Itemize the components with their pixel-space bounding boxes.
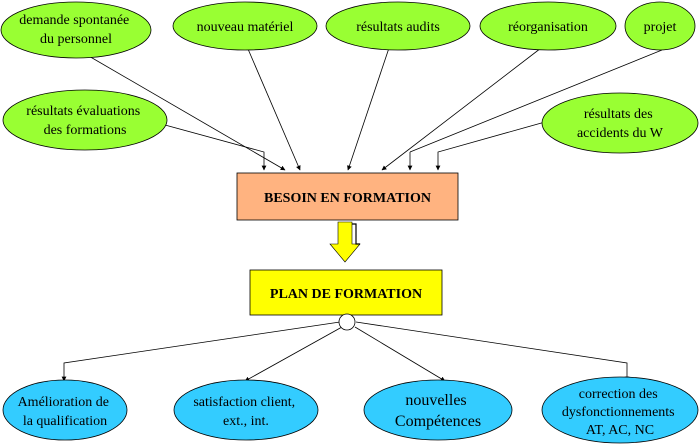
svg-text:BESOIN EN FORMATION: BESOIN EN FORMATION <box>264 191 431 206</box>
input-connectors <box>74 41 663 171</box>
svg-text:résultats évaluations de: résultats évaluations des formations <box>26 104 143 138</box>
svg-text:résultats des accidents: résultats des accidents du W <box>577 107 664 141</box>
input-projet: projet <box>624 1 696 51</box>
output-satisfaction: satisfaction client, ext., int. <box>173 379 319 441</box>
input-audits: résultats audits <box>325 1 471 51</box>
svg-text:correction des dysfoncti: correction des dysfonctionnements AT, AC… <box>562 387 678 438</box>
besoin-box: BESOIN EN FORMATION <box>236 172 459 221</box>
svg-text:satisfaction client, ext: satisfaction client, ext., int. <box>193 395 298 429</box>
svg-text:nouvelles Compétences: nouvelles Compétences <box>395 392 481 430</box>
svg-text:demande spontanée du per: demande spontanée du personnel <box>19 13 133 47</box>
output-qualification: Amélioration de la qualification <box>2 379 128 441</box>
svg-text:résultats audits: résultats audits <box>356 20 440 35</box>
svg-text:PLAN DE FORMATION: PLAN DE FORMATION <box>270 287 422 302</box>
svg-text:réorganisation: réorganisation <box>508 20 588 35</box>
output-correction: correction des dysfonctionnements AT, AC… <box>541 376 699 444</box>
svg-text:projet: projet <box>644 20 677 35</box>
down-arrow-icon <box>329 221 361 263</box>
plan-box: PLAN DE FORMATION <box>249 269 443 316</box>
junction-node <box>338 313 356 331</box>
svg-text:Amélioration de la quali: Amélioration de la qualification <box>18 395 113 429</box>
input-reorganisation: réorganisation <box>479 1 617 51</box>
input-evaluations: résultats évaluations des formations <box>2 89 168 151</box>
output-competences: nouvelles Compétences <box>363 379 513 441</box>
svg-text:nouveau matériel: nouveau matériel <box>197 20 294 35</box>
input-materiel: nouveau matériel <box>172 1 318 51</box>
output-connectors <box>61 321 630 382</box>
input-demande: demande spontanée du personnel <box>0 1 152 59</box>
input-accidents: résultats des accidents du W <box>541 92 699 154</box>
